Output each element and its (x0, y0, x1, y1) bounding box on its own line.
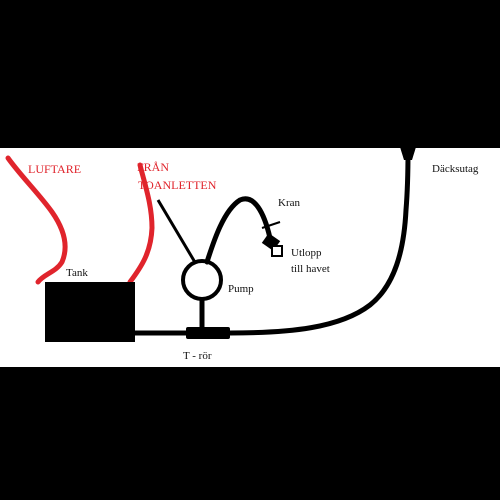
label-t-ror: T - rör (183, 350, 212, 362)
label-kran: Kran (278, 197, 300, 209)
label-luftare: LUFTARE (28, 162, 81, 176)
t-pipe-fitting (186, 327, 230, 339)
label-fran: FRÅN (137, 160, 169, 174)
pump-handle (156, 199, 198, 265)
holding-tank (45, 282, 135, 342)
label-dackstag: Däcksutag (432, 163, 479, 175)
outlet-stub (271, 245, 283, 257)
deck-fitting (400, 147, 416, 160)
toilet-inlet-hose (127, 162, 155, 285)
label-pump: Pump (228, 283, 254, 295)
vent-hose (5, 155, 68, 285)
label-tank: Tank (66, 267, 88, 279)
discharge-pipe (132, 149, 411, 336)
valve-lever (261, 221, 281, 229)
label-toanletten: TOANLETTEN (138, 178, 217, 192)
pump (181, 259, 223, 301)
pump-outlet-hose (204, 196, 273, 265)
label-till-havet: till havet (291, 263, 330, 275)
label-utlopp: Utlopp (291, 247, 322, 259)
